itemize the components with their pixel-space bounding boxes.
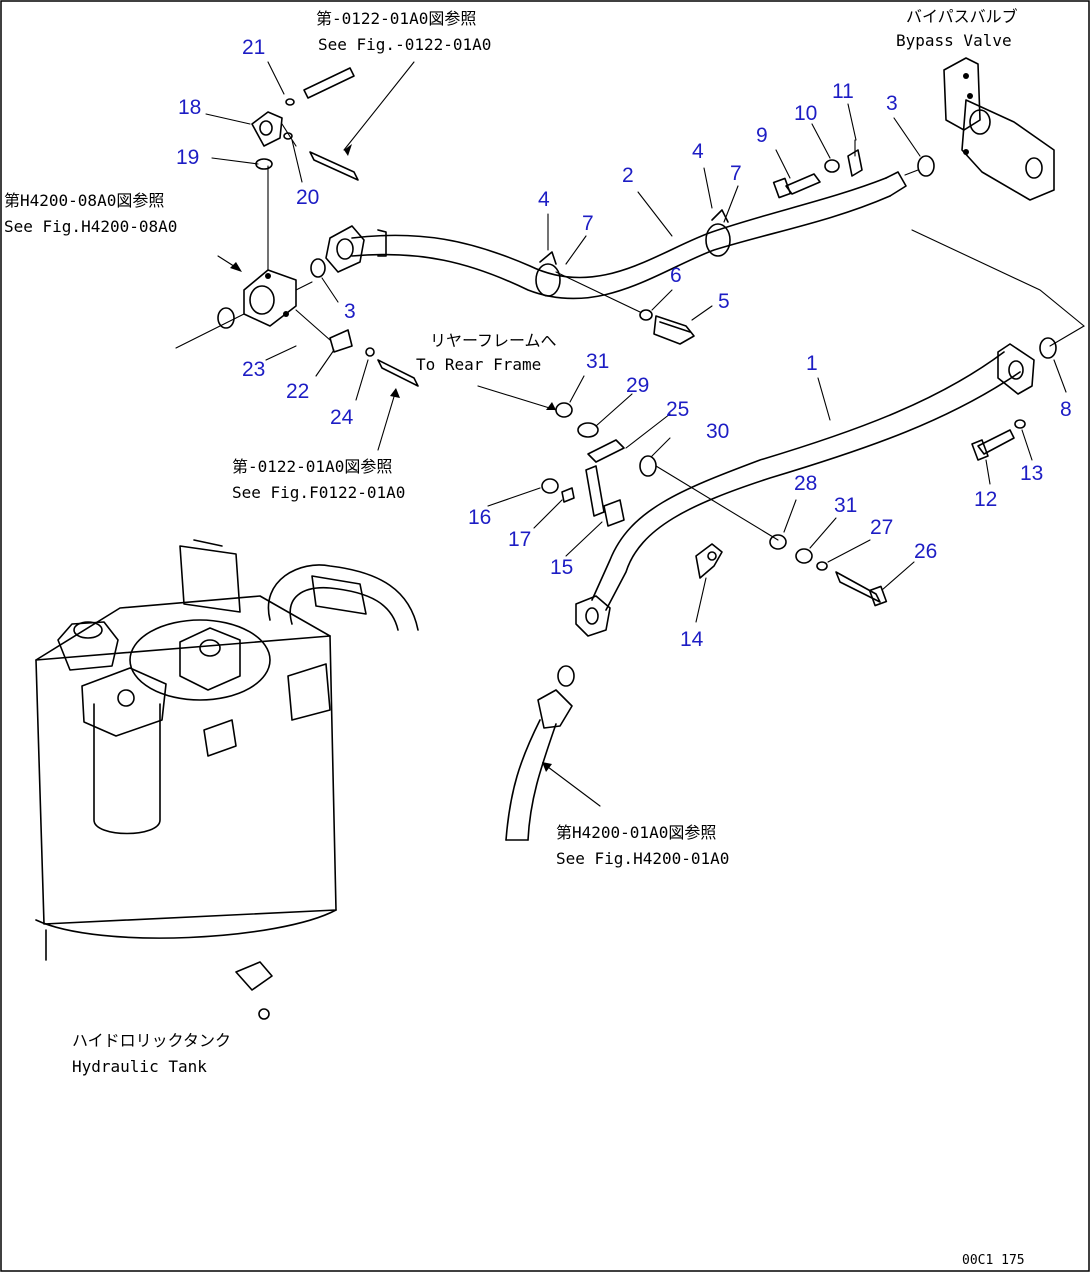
callout-31-upper: 31 (586, 350, 609, 373)
pipe-2 (325, 171, 907, 300)
callout-27: 27 (870, 516, 893, 539)
bracket-assembly (541, 402, 625, 527)
leader-lines (205, 61, 1067, 807)
callout-22: 22 (286, 380, 309, 403)
ref-top-en: See Fig.-0122-01A0 (318, 35, 491, 54)
callout-11: 11 (832, 80, 854, 103)
reference-labels: 第-0122-01A0図参照 See Fig.-0122-01A0 バイパスバル… (4, 7, 1025, 1268)
o-ring-8 (1039, 337, 1057, 359)
ref-top-jp: 第-0122-01A0図参照 (316, 9, 476, 28)
callout-7-right: 7 (730, 162, 742, 185)
callout-18: 18 (178, 96, 201, 119)
callout-2: 2 (622, 164, 634, 187)
rear-jp: リヤーフレームへ (430, 331, 557, 350)
callout-16: 16 (468, 506, 491, 529)
ref-left-jp: 第H4200-08A0図参照 (4, 191, 164, 210)
bypass-en: Bypass Valve (896, 31, 1012, 50)
callout-10: 10 (794, 102, 817, 125)
callout-21: 21 (242, 36, 265, 59)
callout-29: 29 (626, 374, 649, 397)
callout-23: 23 (242, 358, 265, 381)
callout-26: 26 (914, 540, 937, 563)
banjo-18 (251, 67, 359, 181)
callout-13: 13 (1020, 462, 1043, 485)
left-block (175, 165, 326, 349)
callout-3-right: 3 (886, 92, 898, 115)
hydraulic-tank (35, 539, 419, 1020)
bolt-9-10-11 (772, 139, 863, 199)
bypass-leader (911, 229, 1085, 347)
tank-jp: ハイドロリックタンク (72, 1031, 231, 1050)
callout-6: 6 (670, 264, 682, 287)
bolt-12 (971, 419, 1026, 461)
ref-mid-jp: 第-0122-01A0図参照 (232, 457, 392, 476)
callout-19: 19 (176, 146, 199, 169)
pipe-1 (575, 343, 1035, 637)
callout-9: 9 (756, 124, 768, 147)
callout-3-left: 3 (344, 300, 356, 323)
callout-15: 15 (550, 556, 573, 579)
clip-14 (695, 543, 723, 579)
bolt-26 (769, 534, 888, 607)
tank-en: Hydraulic Tank (72, 1057, 207, 1076)
callout-14: 14 (680, 628, 704, 651)
bypass-valve (943, 57, 1055, 201)
callout-4-left: 4 (538, 188, 550, 211)
callout-1: 1 (806, 352, 818, 375)
callout-5: 5 (718, 290, 730, 313)
callout-12: 12 (974, 488, 997, 511)
callout-8: 8 (1060, 398, 1072, 421)
callout-30: 30 (706, 420, 729, 443)
callout-20: 20 (296, 186, 319, 209)
callout-numbers: 21 18 19 20 3 23 22 24 4 7 2 4 7 6 5 9 1… (176, 36, 1072, 651)
bypass-jp: バイパスバルブ (906, 7, 1018, 26)
lower-hose (505, 665, 575, 841)
figure-code: 00C1 175 (962, 1253, 1025, 1268)
callout-25: 25 (666, 398, 689, 421)
clamp-4-7-left (535, 251, 561, 297)
callout-7-left: 7 (582, 212, 594, 235)
fitting-22 (295, 309, 419, 387)
leader-30 (655, 465, 779, 541)
callout-24: 24 (330, 406, 354, 429)
spacer-30 (639, 455, 657, 477)
bolt-5 (555, 271, 695, 345)
callout-28: 28 (794, 472, 817, 495)
ref-bottom-en: See Fig.H4200-01A0 (556, 849, 729, 868)
o-ring-3-right (917, 155, 935, 177)
ref-left-en: See Fig.H4200-08A0 (4, 217, 177, 236)
ref-bottom-jp: 第H4200-01A0図参照 (556, 823, 716, 842)
callout-17: 17 (508, 528, 531, 551)
callout-31-lower: 31 (834, 494, 857, 517)
rear-en: To Rear Frame (416, 355, 541, 374)
o-ring-3-right-line (904, 169, 919, 176)
callout-4-right: 4 (692, 140, 704, 163)
ref-mid-en: See Fig.F0122-01A0 (232, 483, 405, 502)
